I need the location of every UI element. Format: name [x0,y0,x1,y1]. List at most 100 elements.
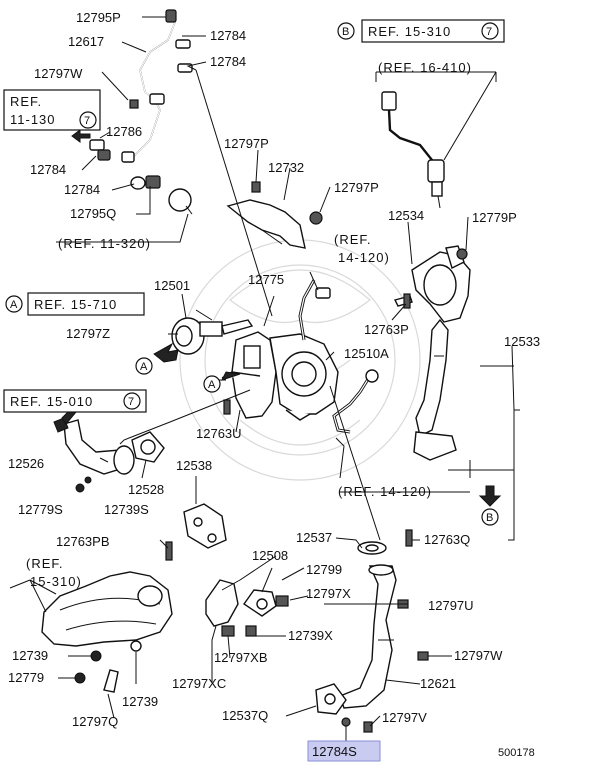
ref-11-320-text: (REF. 11-320) [58,236,151,251]
label-12732: 12732 [268,160,304,175]
label-12784-c: 12784 [30,162,66,177]
label-12797XB: 12797XB [214,650,268,665]
gasket-12537Q [315,683,373,733]
label-12786: 12786 [106,124,142,139]
wastegate-actuator-12501 [171,309,254,355]
ref-11-320[interactable]: (REF. 11-320) [58,236,151,251]
label-12534: 12534 [388,208,424,223]
label-12775: 12775 [248,272,284,287]
label-12739-b: 12739 [122,694,158,709]
label-12528: 12528 [128,482,164,497]
label-12538: 12538 [176,458,212,473]
ref-11-130-line1: REF. [10,94,42,109]
support-bracket-12508 [205,579,289,637]
label-12508: 12508 [252,548,288,563]
label-12739X: 12739X [288,628,333,643]
arrow-ref-11-130 [71,129,91,143]
label-12795Q: 12795Q [70,206,116,221]
label-12797W-b: 12797W [454,648,503,663]
ref-15-310-top[interactable]: B REF. 15-310 7 [337,19,505,43]
ref-15-310-bottom[interactable]: (REF. 15-310) [26,556,82,589]
heat-shield-12732 [226,181,323,249]
gasket-small [130,175,161,190]
ref-11-130-num: 7 [84,115,90,127]
ref-15-310-bottom-line1: (REF. [26,556,64,571]
diagram-code: 500178 [498,747,535,759]
arrow-a-top: A [135,342,179,375]
ref-11-130-line2: 11-130 [10,112,56,127]
label-12797U: 12797U [428,598,474,613]
exhaust-pipe-12533 [413,318,457,461]
bracket-12538 [183,503,227,549]
label-12763U: 12763U [196,426,242,441]
turbocharger-assembly [221,331,339,421]
arrow-b-letter: B [486,512,493,524]
label-12621: 12621 [420,676,456,691]
label-12779S: 12779S [18,502,63,517]
arrow-a-center: A [203,371,241,393]
heat-protector-small [168,188,193,215]
ref-14-120-top-line2: 14-120) [338,250,390,265]
ref-16-410-text: (REF. 16-410) [378,60,472,75]
arrow-b-bottom: B [478,485,502,526]
oil-feed-pipe [121,9,193,163]
ref-14-120-bottom-text: (REF. 14-120) [338,484,432,499]
highlighted-part-12784S[interactable]: 12784S [307,740,381,762]
exhaust-fitting-12534 [393,245,471,323]
part-labels: 12795P 12784 12617 12784 12797W 12786 12… [8,10,540,729]
ref-15-010-num: 7 [128,396,134,408]
ref-15-710[interactable]: A REF. 15-710 [5,292,145,316]
ref-11-130[interactable]: REF. 11-130 7 [3,89,101,131]
ref-14-120-top-line1: (REF. [334,232,372,247]
label-12797P-right: 12797P [334,180,379,195]
label-12797V: 12797V [382,710,427,725]
label-12797Z: 12797Z [66,326,110,341]
water-pipe-12775 [298,279,331,341]
label-12537: 12537 [296,530,332,545]
label-12784-a: 12784 [210,28,246,43]
label-12779: 12779 [8,670,44,685]
arrow-a1-letter: A [140,361,148,373]
clamp-12799 [243,589,277,617]
bolts-right [397,599,429,661]
label-12779P: 12779P [472,210,517,225]
label-12510A: 12510A [344,346,389,361]
label-12537Q: 12537Q [222,708,268,723]
label-12797W: 12797W [34,66,83,81]
gasket-12537 [357,541,387,555]
label-12784-b: 12784 [210,54,246,69]
ref-15-310-bottom-line2: 15-310) [30,574,82,589]
ref-14-120-bottom[interactable]: (REF. 14-120) [338,484,432,499]
label-12797Q: 12797Q [72,714,118,729]
ref-15-310-num: 7 [486,26,492,38]
union-bolt-12786 [89,139,111,161]
label-12763P: 12763P [364,322,409,337]
label-12795P: 12795P [76,10,121,25]
label-12797X: 12797X [306,586,351,601]
label-12501: 12501 [154,278,190,293]
ref-circle-b: B [342,26,349,38]
ref-15-010-text: REF. 15-010 [10,394,93,409]
ref-15-010[interactable]: REF. 15-010 7 [3,389,147,413]
oxygen-sensor [381,91,445,209]
arrow-a2-letter: A [208,379,216,391]
ref-14-120-top[interactable]: (REF. 14-120) [334,232,390,265]
stud-bolts [165,293,413,561]
label-12784-d: 12784 [64,182,100,197]
label-12784S: 12784S [312,744,357,759]
label-12533: 12533 [504,334,540,349]
label-12799: 12799 [306,562,342,577]
exhaust-manifold [41,571,173,693]
label-12797XC: 12797XC [172,676,226,691]
label-12763Q: 12763Q [424,532,470,547]
label-12739-a: 12739 [12,648,48,663]
ref-15-310-text: REF. 15-310 [368,24,451,39]
label-12617: 12617 [68,34,104,49]
gasket-12528 [131,431,165,463]
oil-return-pipe [332,369,379,434]
label-12797P-top: 12797P [224,136,269,151]
leader-lines [9,16,520,742]
ref-16-410[interactable]: (REF. 16-410) [378,60,472,75]
intake-hose-12526 [53,417,135,493]
